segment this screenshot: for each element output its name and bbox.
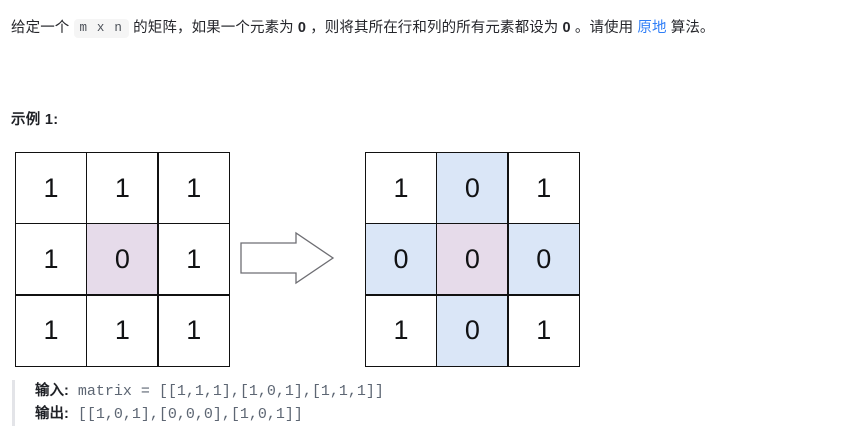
output-label: 输出: [35, 406, 69, 422]
statement-text-part-4: 。请使用 [570, 20, 638, 36]
matrix-cell-1-1: 0 [437, 224, 508, 295]
example-output-line: 输出: [[1,0,1],[0,0,0],[1,0,1]] [35, 403, 384, 426]
transform-arrow [238, 230, 336, 286]
in-place-link[interactable]: 原地 [637, 20, 667, 36]
matrix-cell-2-2: 1 [508, 295, 579, 366]
matrix-cell-0-2: 1 [508, 153, 579, 223]
matrix-cell-2-1: 1 [87, 295, 158, 366]
matrix-cell-1-1: 0 [87, 224, 158, 295]
problem-statement: 给定一个 m x n 的矩阵，如果一个元素为 0 ，则将其所在行和列的所有元素都… [11, 16, 841, 40]
example-io-block: 输入: matrix = [[1,1,1],[1,0,1],[1,1,1]] 输… [12, 380, 384, 426]
example-input-line: 输入: matrix = [[1,1,1],[1,0,1],[1,1,1]] [35, 380, 384, 403]
statement-text-part-5: 算法。 [666, 20, 715, 36]
input-value: matrix = [[1,1,1],[1,0,1],[1,1,1]] [68, 383, 384, 400]
matrix-cell-1-2: 0 [508, 224, 579, 295]
matrix-cell-2-2: 1 [158, 295, 229, 366]
statement-text-part-3: ，则将其所在行和列的所有元素都设为 [306, 20, 563, 36]
input-label: 输入: [35, 383, 69, 399]
matrix-cell-1-0: 0 [366, 224, 436, 295]
matrix-cell-2-1: 0 [437, 295, 508, 366]
matrix-cell-1-0: 1 [16, 224, 86, 295]
matrix-cell-0-0: 1 [366, 153, 436, 223]
matrix-cell-0-1: 0 [437, 153, 508, 223]
inline-code-dimensions: m x n [73, 19, 130, 38]
matrix-cell-0-1: 1 [87, 153, 158, 223]
matrix-cell-1-2: 1 [158, 224, 229, 295]
matrix-cell-0-0: 1 [16, 153, 86, 223]
statement-text-part-2: 的矩阵，如果一个元素为 [129, 20, 298, 36]
statement-bold-zero-2: 0 [562, 20, 571, 36]
matrix-cell-2-0: 1 [366, 295, 436, 366]
matrix-cell-0-2: 1 [158, 153, 229, 223]
output-value: [[1,0,1],[0,0,0],[1,0,1]] [68, 406, 303, 423]
statement-bold-zero-1: 0 [297, 20, 307, 36]
arrow-right-outline-icon [240, 231, 335, 285]
example-heading: 示例 1: [11, 112, 59, 128]
statement-text-part-1: 给定一个 [11, 20, 74, 36]
matrix-cell-2-0: 1 [16, 295, 86, 366]
